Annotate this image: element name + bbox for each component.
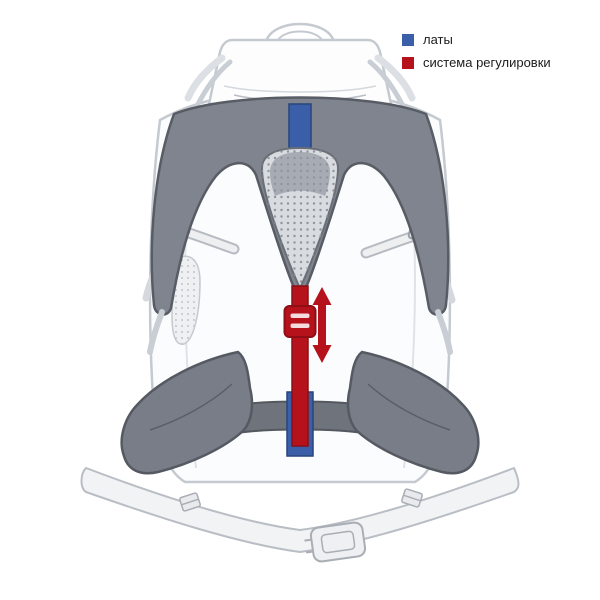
stays-color-swatch-rect — [402, 34, 414, 46]
belt-adjuster-left-bar — [181, 498, 199, 506]
hip-belt-buckle — [309, 521, 367, 563]
hip-fin-left — [120, 350, 254, 475]
adjustment-strap-buckle — [283, 305, 317, 338]
mesh-pad-dots — [262, 148, 338, 288]
hip-belt-webbing — [80, 467, 520, 563]
carry-handle — [264, 22, 336, 43]
back-mesh-pad — [260, 146, 340, 291]
side-pocket-mesh — [172, 256, 200, 345]
load-lifter-left — [193, 59, 233, 111]
legend-label-stays: латы — [423, 32, 453, 47]
load-lifter-right — [367, 59, 407, 111]
compression-strap-left-webbing-top — [182, 228, 238, 253]
adjustment-buckle-slot-top — [290, 313, 310, 318]
top-lid — [184, 22, 416, 115]
hip-fin-right — [346, 350, 480, 475]
adjustment-strap — [283, 285, 317, 447]
hip-belt-webbing-band — [80, 467, 520, 553]
harness-tip-strap-right — [435, 309, 453, 355]
lid-outline — [207, 38, 393, 106]
lid-strap-left — [184, 54, 226, 102]
hip-belt-buckle-notch-bottom — [306, 550, 314, 554]
hip-fin-left-seam — [149, 383, 233, 431]
harness-tip-strap-left — [147, 309, 165, 355]
lid-seam — [223, 85, 377, 93]
hip-belt-fins — [120, 350, 480, 475]
stays-strap-top-segment — [288, 103, 312, 155]
lid-strap-right — [374, 54, 416, 102]
belt-adjuster-right-bar — [403, 494, 421, 502]
load-lifters — [193, 59, 407, 111]
side-mesh-pocket — [171, 255, 201, 345]
carry-handle-inner — [276, 30, 324, 43]
legend-item-adjustment: система регулировки — [402, 56, 551, 70]
hip-belt-buckle-inner — [320, 530, 356, 554]
adjustment-arrow-icon — [312, 287, 332, 363]
stays-color-swatch — [402, 34, 414, 46]
legend-item-stays: латы — [402, 33, 551, 47]
hip-belt-buckle-notch-top — [304, 538, 312, 542]
legend-label-adjustment: система регулировки — [423, 55, 551, 70]
adjustment-color-swatch-rect — [402, 57, 414, 69]
adjustment-color-swatch — [402, 57, 414, 69]
legend: латы система регулировки — [402, 33, 551, 70]
hip-fin-right-seam — [367, 383, 451, 431]
adjustment-buckle-slot-bottom — [290, 323, 310, 328]
